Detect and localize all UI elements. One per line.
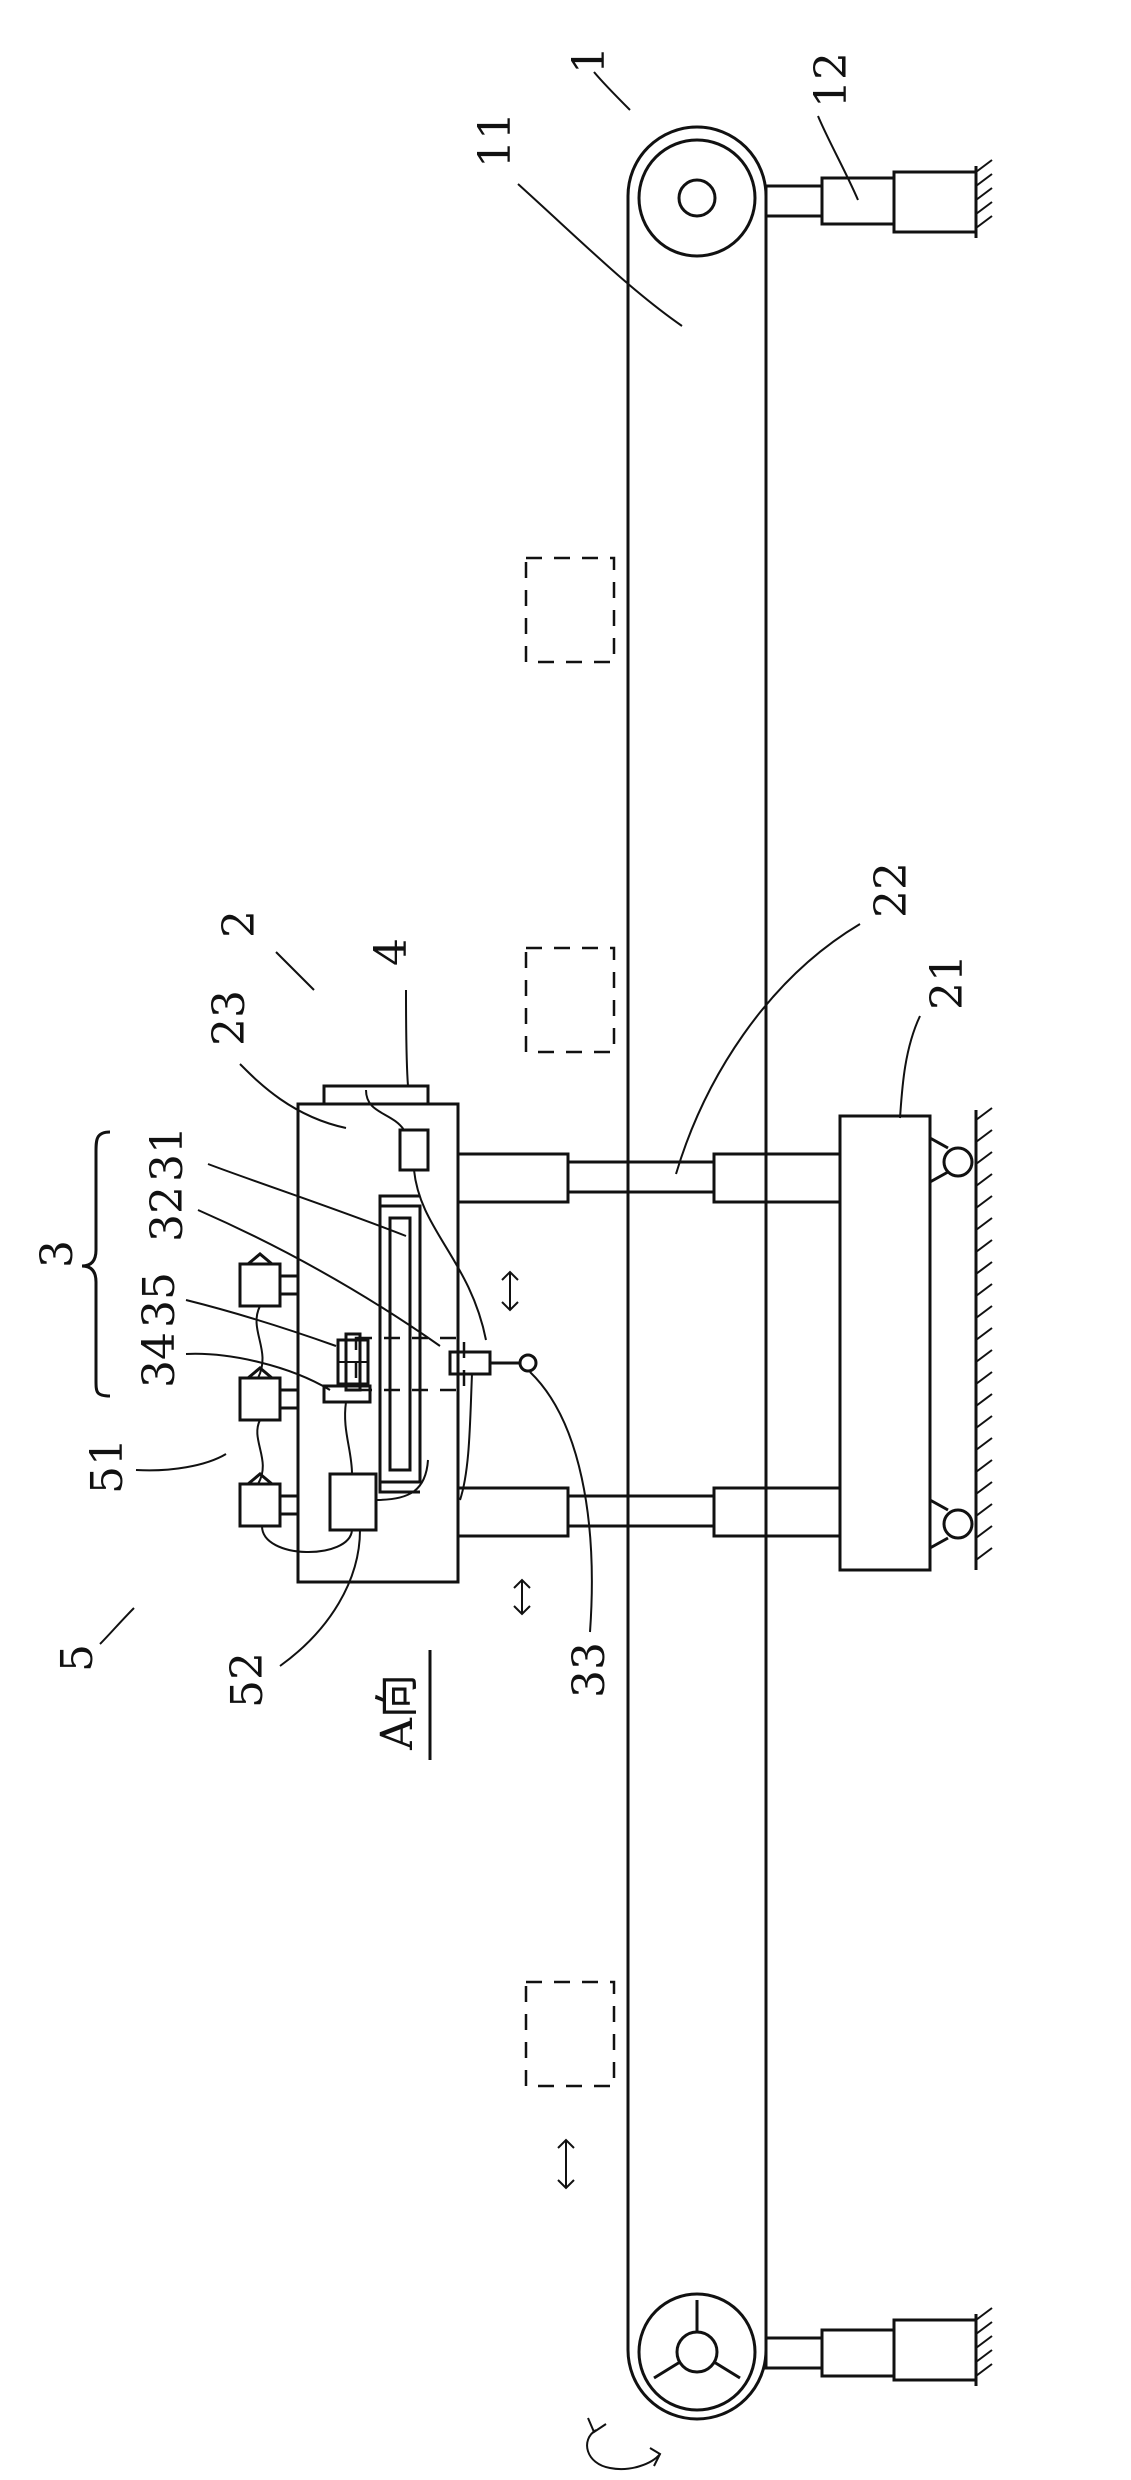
reference-labels: 1 11 12 2 22 21 23 4 3 31 32 35 34 51 5 … [32, 46, 973, 1751]
label-5: 5 [52, 1644, 103, 1672]
label-51: 51 [82, 1438, 133, 1494]
rotation-arrow [586, 2417, 662, 2470]
label-31: 31 [142, 1126, 193, 1182]
spindle-assembly [322, 1332, 372, 1404]
belt-motion-arrow [557, 2138, 575, 2190]
sensor-box [398, 1128, 430, 1172]
lateral-motion-arrow [513, 1578, 531, 1616]
control-box-52 [328, 1472, 378, 1532]
ground-hatching [975, 1107, 993, 1561]
group-3-brace [81, 1130, 111, 1398]
label-1: 1 [564, 46, 615, 74]
label-12: 12 [806, 52, 857, 108]
top-pulley [637, 138, 757, 258]
label-32: 32 [142, 1186, 193, 1242]
gantry-frame [456, 1107, 993, 1572]
carriage-housing [296, 1084, 460, 1584]
label-3: 3 [32, 1240, 83, 1268]
label-2: 2 [214, 910, 265, 938]
label-view-a: A向 [372, 1674, 423, 1751]
dashed-working-area [354, 1336, 466, 1392]
label-21: 21 [922, 954, 973, 1010]
label-23: 23 [204, 990, 255, 1046]
leader-lines [99, 71, 921, 1667]
label-35: 35 [134, 1272, 185, 1328]
connecting-wires [255, 1089, 487, 1553]
workpiece-dashed-2 [524, 946, 616, 1054]
bottom-pulley [637, 2292, 757, 2412]
workpiece-dashed-1 [524, 556, 616, 664]
clamp-tool [448, 1350, 538, 1376]
bottom-drive-motor [764, 2307, 993, 2386]
workpiece-dashed-3 [524, 1980, 616, 2088]
label-33: 33 [564, 1642, 615, 1698]
nozzle-units-51 [238, 1252, 300, 1528]
conveyor-belt [626, 125, 768, 2421]
top-drive-motor [764, 159, 993, 238]
label-34: 34 [134, 1332, 185, 1388]
label-11: 11 [470, 112, 521, 168]
carriage-motion-arrow [501, 1270, 519, 1312]
label-52: 52 [222, 1652, 273, 1708]
label-4: 4 [366, 938, 417, 966]
label-22: 22 [866, 862, 917, 918]
guide-rail [378, 1194, 422, 1494]
